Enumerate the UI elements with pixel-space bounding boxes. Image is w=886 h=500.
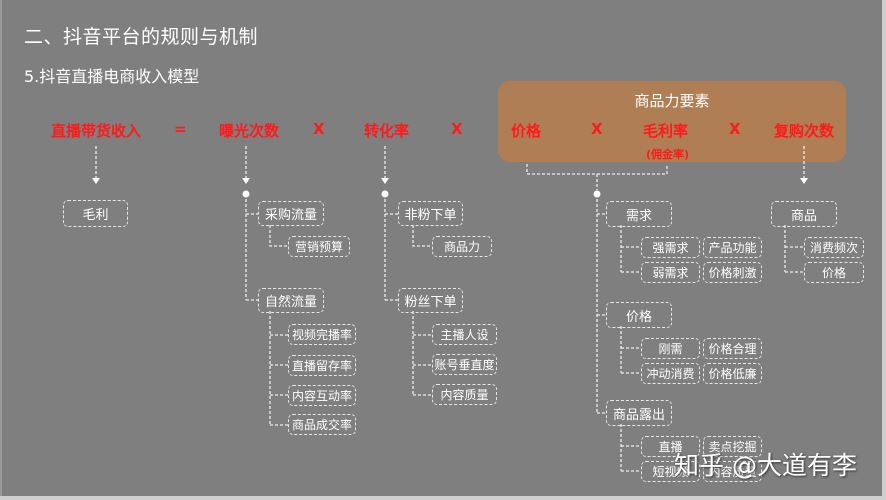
node-natural-traffic: 自然流量 <box>258 288 324 313</box>
node-repurchase-price: 价格 <box>804 262 864 283</box>
node-video-completion-rate: 视频完播率 <box>288 324 356 345</box>
node-live-stream: 直播 <box>641 436 700 457</box>
node-marketing-budget: 营销预算 <box>288 236 350 257</box>
arrow-head-repurchase <box>800 178 808 184</box>
node-dot-exposure <box>242 190 250 198</box>
product-power-box: 商品力要素 <box>498 81 846 162</box>
node-essential-need: 刚需 <box>641 338 700 359</box>
node-selling-point-mining: 卖点挖掘 <box>703 436 762 457</box>
node-consumption-frequency: 消费频次 <box>804 237 864 258</box>
formula-price: 价格 <box>511 122 542 140</box>
formula-margin-note: (佣金率) <box>646 148 690 161</box>
node-gross-profit: 毛利 <box>63 200 128 227</box>
node-content-quality-2: 内容质量 <box>703 461 762 482</box>
formula-equals: = <box>174 120 187 138</box>
node-non-fan-orders: 非粉下单 <box>398 201 463 226</box>
node-paid-traffic: 采购流量 <box>258 201 324 226</box>
slide-title: 二、抖音平台的规则与机制 <box>24 26 259 48</box>
node-price: 价格 <box>606 302 672 328</box>
product-power-label: 商品力要素 <box>634 92 710 110</box>
formula-conversion: 转化率 <box>364 122 410 140</box>
node-product-conversion-rate: 商品成交率 <box>288 414 356 435</box>
arrow-head-conversion <box>381 178 389 184</box>
formula-margin: 毛利率 <box>643 122 689 140</box>
formula-times-1: X <box>313 120 325 138</box>
node-product-power: 商品力 <box>432 236 492 257</box>
node-low-price: 价格低廉 <box>703 363 762 384</box>
node-price-stimulus: 价格刺激 <box>703 262 762 283</box>
slide-subtitle: 5.抖音直播电商收入模型 <box>24 67 200 86</box>
node-product-function: 产品功能 <box>703 237 762 258</box>
node-streamer-persona: 主播人设 <box>432 324 497 345</box>
watermark: 知乎 @大道有李 <box>674 451 857 480</box>
arrow-head-income <box>92 178 100 184</box>
node-short-video: 短视频 <box>641 461 700 482</box>
node-impulse-purchase: 冲动消费 <box>641 363 700 384</box>
formula-times-3: X <box>591 120 603 138</box>
slide-frame-right <box>882 0 886 500</box>
formula-repurchase: 复购次数 <box>774 122 835 140</box>
node-content-interaction-rate: 内容互动率 <box>288 385 356 406</box>
node-fan-orders: 粉丝下单 <box>398 288 463 313</box>
slide-frame-left <box>0 0 2 500</box>
node-account-verticality: 账号垂直度 <box>432 354 497 375</box>
node-strong-demand: 强需求 <box>641 237 700 258</box>
node-product-exposure: 商品露出 <box>606 400 672 426</box>
node-product: 商品 <box>771 201 837 227</box>
formula-times-4: X <box>729 120 741 138</box>
arrow-head-exposure <box>242 178 250 184</box>
bracket-price-margin <box>526 164 668 175</box>
node-dot-conversion <box>381 190 389 198</box>
node-demand: 需求 <box>606 201 672 227</box>
formula-times-2: X <box>451 120 463 138</box>
node-weak-demand: 弱需求 <box>641 262 700 283</box>
node-live-retention-rate: 直播留存率 <box>288 355 356 376</box>
node-dot-product-power <box>593 190 601 198</box>
node-content-quality: 内容质量 <box>432 384 497 405</box>
formula-income: 直播带货收入 <box>51 122 142 140</box>
slide-frame-bottom <box>0 496 886 500</box>
formula-exposure: 曝光次数 <box>219 122 280 140</box>
node-reasonable-price: 价格合理 <box>703 338 762 359</box>
